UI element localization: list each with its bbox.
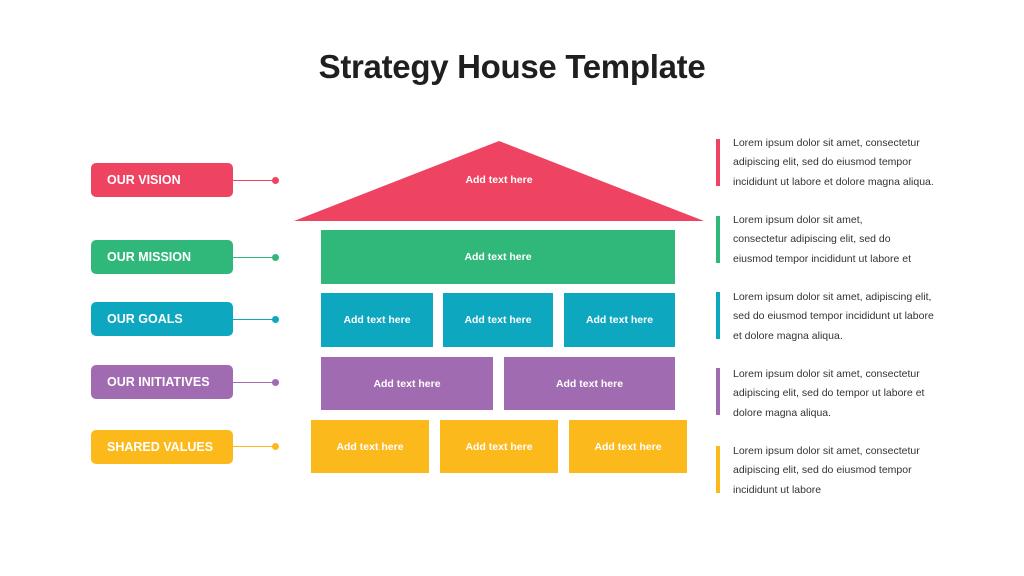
- mission-block: Add text here: [321, 230, 675, 284]
- dot-values: [272, 443, 279, 450]
- description-goals: Lorem ipsum dolor sit amet, adipiscing e…: [733, 291, 934, 342]
- bar-initiatives: [716, 368, 720, 415]
- description-initiatives: Lorem ipsum dolor sit amet, consectetur …: [733, 368, 925, 419]
- goals-block-3: Add text here: [564, 293, 675, 347]
- label-our-initiatives: OUR INITIATIVES: [91, 365, 233, 399]
- description-mission: Lorem ipsum dolor sit amet, consectetur …: [733, 214, 912, 265]
- connector-initiatives: [233, 382, 276, 383]
- label-our-mission: OUR MISSION: [91, 240, 233, 274]
- connector-values: [233, 446, 276, 447]
- values-block-1: Add text here: [311, 420, 429, 473]
- dot-vision: [272, 177, 279, 184]
- dot-goals: [272, 316, 279, 323]
- roof-text: Add text here: [465, 174, 533, 186]
- bar-mission: [716, 216, 720, 263]
- connector-goals: [233, 319, 276, 320]
- dot-initiatives: [272, 379, 279, 386]
- label-our-vision: OUR VISION: [91, 163, 233, 197]
- bar-vision: [716, 139, 720, 186]
- page-title: Strategy House Template: [318, 48, 706, 85]
- initiatives-block-1: Add text here: [321, 357, 493, 410]
- initiatives-block-2: Add text here: [504, 357, 675, 410]
- values-block-2: Add text here: [440, 420, 558, 473]
- dot-mission: [272, 254, 279, 261]
- bar-goals: [716, 292, 720, 339]
- goals-block-1: Add text here: [321, 293, 433, 347]
- values-block-3: Add text here: [569, 420, 687, 473]
- connector-vision: [233, 180, 276, 181]
- description-vision: Lorem ipsum dolor sit amet, consectetur …: [733, 137, 934, 188]
- bar-values: [716, 446, 720, 493]
- house-roof: [294, 141, 704, 221]
- connector-mission: [233, 257, 276, 258]
- goals-block-2: Add text here: [443, 293, 553, 347]
- description-values: Lorem ipsum dolor sit amet, consectetur …: [733, 445, 920, 496]
- label-our-goals: OUR GOALS: [91, 302, 233, 336]
- label-shared-values: SHARED VALUES: [91, 430, 233, 464]
